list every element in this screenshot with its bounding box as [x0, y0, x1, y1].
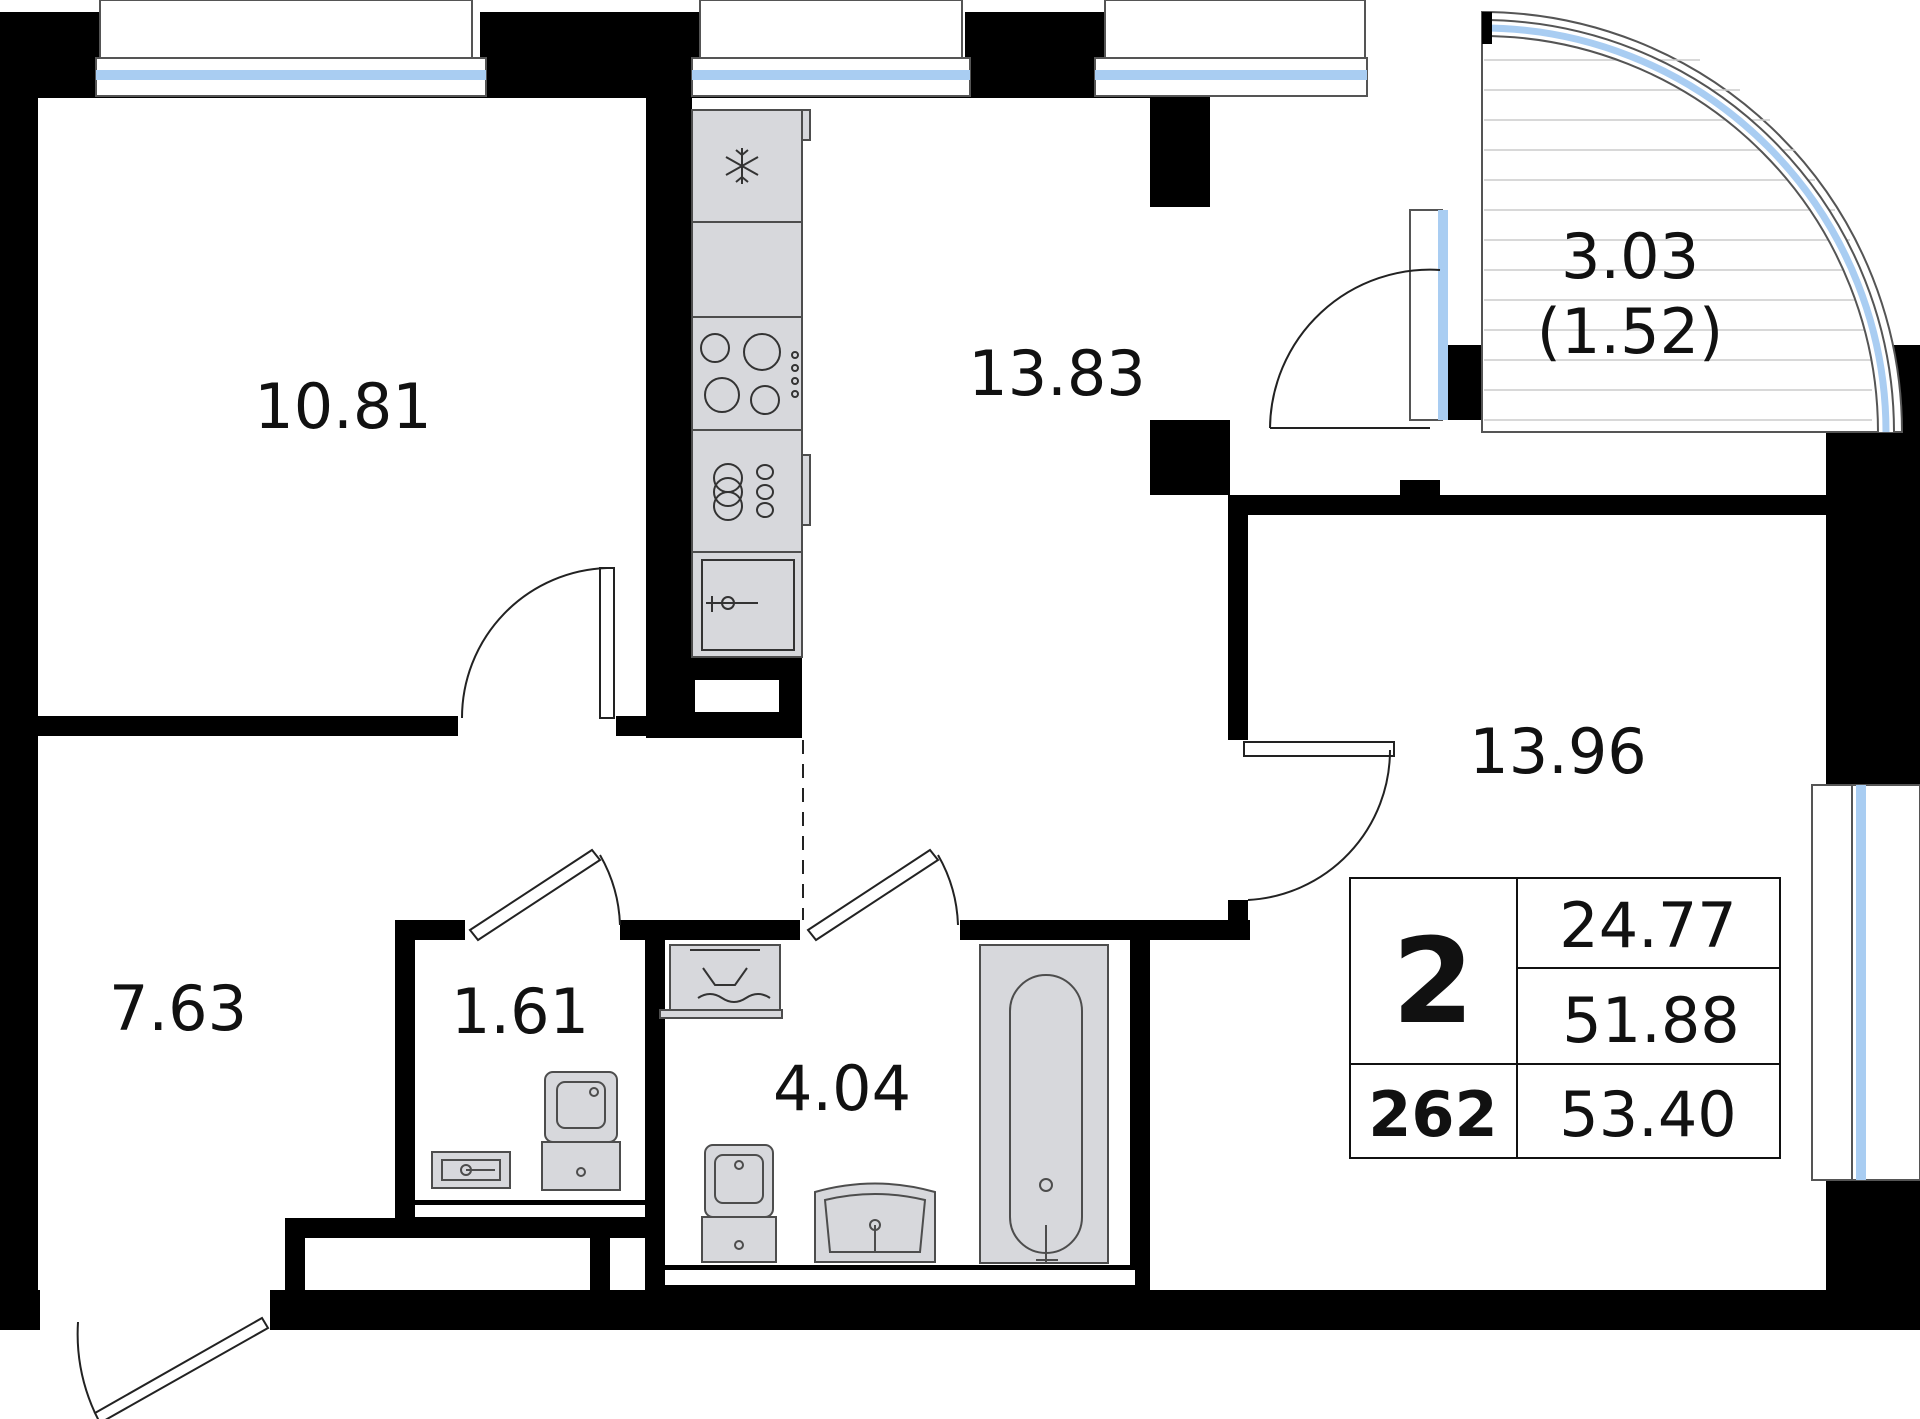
room-area-balcony: 3.03	[1561, 220, 1699, 293]
apartment-number: 262	[1368, 1078, 1497, 1151]
balcony	[1481, 10, 1904, 433]
rooms-count: 2	[1392, 912, 1474, 1050]
window-kitchen-2	[1094, 0, 1368, 97]
bathtub-icon	[979, 944, 1109, 1264]
room-area-bedroom: 10.81	[254, 370, 432, 443]
room-area-balcony-reduced: (1.52)	[1537, 295, 1723, 368]
room-area-bedroom-2: 13.96	[1469, 715, 1647, 788]
kitchen-sink-icon	[691, 551, 803, 658]
fridge-icon	[691, 109, 811, 223]
kitchen-fixtures	[689, 109, 811, 718]
washbasin-icon-bath	[814, 1182, 936, 1263]
window-balcony-door	[1409, 209, 1448, 421]
dishwasher-icon	[691, 429, 811, 553]
bathroom-fixtures	[659, 944, 1109, 1264]
toilet-icon	[541, 1071, 621, 1191]
countertop	[691, 221, 803, 318]
window-kitchen-1	[691, 0, 971, 97]
room-area-kitchen-living: 13.83	[968, 337, 1146, 410]
total-area: 53.40	[1559, 1078, 1737, 1151]
room-area-bathroom: 4.04	[773, 1052, 911, 1125]
room-labels: 10.81 13.83 3.03 (1.52) 13.96 7.63 1.61 …	[109, 220, 1723, 1125]
washbasin-icon	[431, 1151, 511, 1189]
cooktop-icon	[691, 316, 803, 431]
windows	[95, 0, 1920, 1181]
room-area-toilet: 1.61	[451, 975, 589, 1048]
toilet-icon-bath	[701, 1144, 777, 1263]
living-area: 24.77	[1559, 889, 1737, 962]
room-area-hallway: 7.63	[109, 972, 247, 1045]
window-bedroom	[95, 0, 487, 97]
info-table: 2 262 24.77 51.88 53.40	[1349, 877, 1781, 1159]
toilet-room-fixtures	[431, 1071, 621, 1191]
window-bedroom-2	[1811, 784, 1920, 1181]
total-area-no-balcony: 51.88	[1562, 984, 1740, 1057]
doors	[76, 268, 1441, 1419]
washing-machine-icon	[659, 944, 783, 1019]
